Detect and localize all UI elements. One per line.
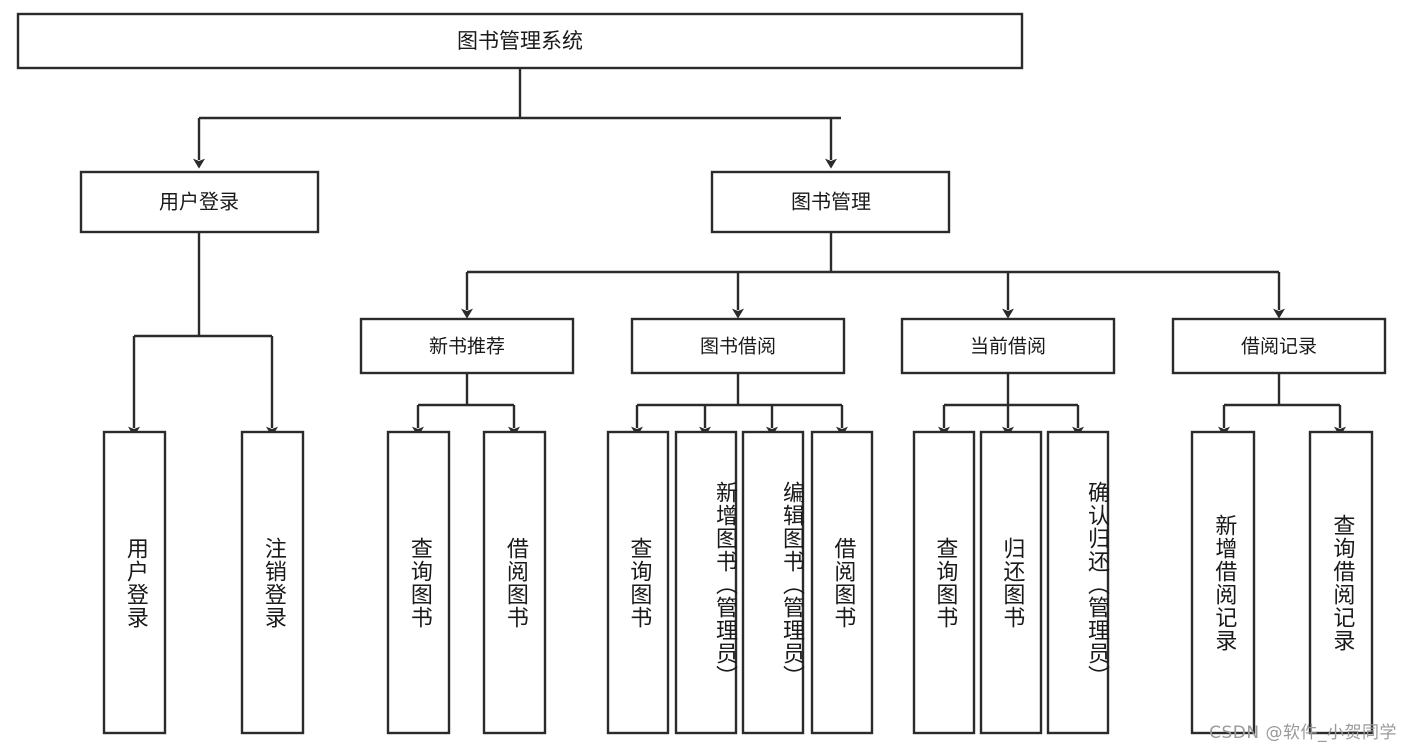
node-book-management-label: 图书管理 (791, 190, 871, 214)
leaf-user-login-0[interactable] (102, 430, 167, 735)
connector-newbook-to-leaves (412, 373, 520, 437)
leaf-user-login-1[interactable] (240, 430, 305, 735)
node-book-borrow[interactable] (630, 317, 846, 375)
node-root[interactable] (16, 12, 1024, 70)
leaf-new-book-1[interactable] (482, 430, 547, 735)
node-borrow-record-label: 借阅记录 (1241, 336, 1317, 358)
leaf-book-borrow-2[interactable] (741, 430, 805, 735)
connector-borrowrecord-to-leaves (1218, 373, 1346, 437)
node-current-borrow-label: 当前借阅 (970, 336, 1046, 358)
leaf-borrow-record-1[interactable] (1308, 430, 1374, 735)
leaf-new-book-0[interactable] (386, 430, 451, 735)
node-user-login-label: 用户登录 (159, 190, 239, 214)
node-new-book-recommend[interactable] (359, 317, 575, 375)
node-new-book-recommend-label: 新书推荐 (429, 336, 505, 358)
leaf-current-borrow-1[interactable] (979, 430, 1043, 735)
connector-bookmgmt-to-level2 (461, 232, 1285, 319)
leaf-current-borrow-2[interactable] (1046, 430, 1110, 735)
node-book-borrow-label: 图书借阅 (700, 336, 776, 358)
leaf-book-borrow-3[interactable] (810, 430, 874, 735)
csdn-watermark: CSDN @软件_小贺同学 (1209, 723, 1397, 743)
node-borrow-record[interactable] (1171, 317, 1387, 375)
connector-root-to-level1 (193, 68, 841, 169)
leaf-current-borrow-0[interactable] (912, 430, 976, 735)
leaf-book-borrow-1[interactable] (674, 430, 738, 735)
node-current-borrow[interactable] (900, 317, 1116, 375)
connector-currentborrow-to-leaves (938, 373, 1084, 437)
connector-userlogin-to-leaves (128, 232, 278, 437)
connector-bookborrow-to-leaves (631, 373, 848, 437)
leaf-book-borrow-0[interactable] (606, 430, 670, 735)
node-book-management[interactable] (710, 170, 951, 234)
leaf-borrow-record-0[interactable] (1190, 430, 1256, 735)
node-root-label: 图书管理系统 (457, 29, 583, 53)
node-user-login[interactable] (79, 170, 320, 234)
